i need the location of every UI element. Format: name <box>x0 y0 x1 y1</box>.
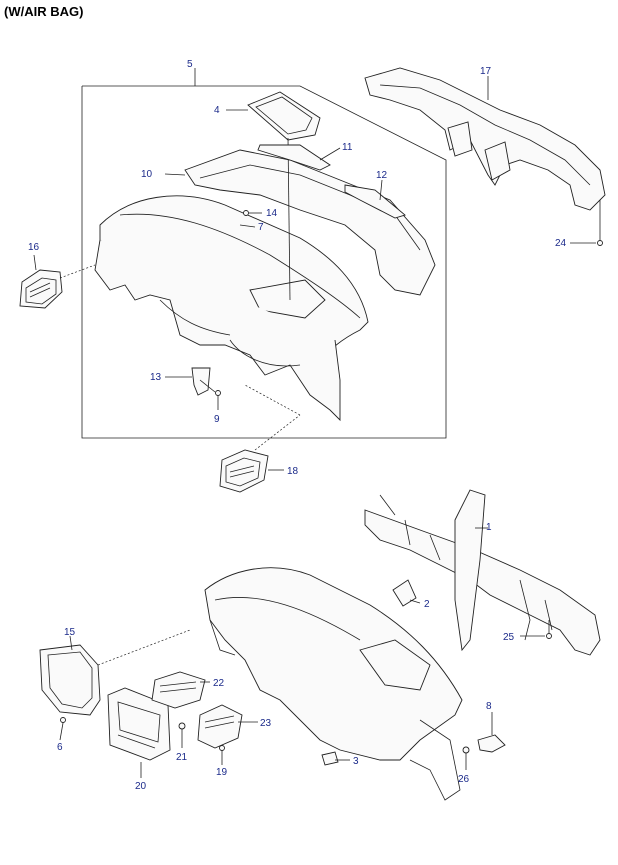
screw-6[interactable] <box>59 717 66 741</box>
callout-4: 4 <box>214 105 220 116</box>
cowl-cross-bar-1[interactable] <box>364 489 601 656</box>
side-vent-16[interactable] <box>19 269 63 309</box>
callout-9: 9 <box>214 414 220 425</box>
cluster-fascia-15[interactable] <box>39 644 101 716</box>
callout-1: 1 <box>486 522 492 533</box>
callout-24: 24 <box>555 238 567 249</box>
screw-19[interactable] <box>219 745 225 766</box>
strip-11[interactable] <box>257 144 331 171</box>
strip-12[interactable] <box>344 184 406 219</box>
bracket-2[interactable] <box>392 579 417 607</box>
callout-22: 22 <box>213 678 225 689</box>
lower-crash-pad[interactable] <box>204 567 463 801</box>
callout-14: 14 <box>266 208 278 219</box>
callout-2: 2 <box>424 599 430 610</box>
screw-26[interactable] <box>462 746 470 770</box>
screw-24[interactable] <box>597 200 603 246</box>
callout-7: 7 <box>258 222 264 233</box>
center-fascia-20[interactable] <box>107 687 171 761</box>
bracket-8[interactable] <box>477 734 506 753</box>
callout-12: 12 <box>376 170 388 181</box>
callout-19: 19 <box>216 767 228 778</box>
bracket-13[interactable] <box>191 367 211 396</box>
airbag-door[interactable] <box>247 91 321 141</box>
callout-3: 3 <box>353 756 359 767</box>
clip-21[interactable] <box>178 722 186 730</box>
bracket-3[interactable] <box>321 751 339 766</box>
callout-17: 17 <box>480 66 492 77</box>
bolt-25[interactable] <box>546 620 552 639</box>
group-box-5 <box>81 85 447 439</box>
callout-21: 21 <box>176 752 188 763</box>
screw-9[interactable] <box>215 390 221 411</box>
center-vent-22[interactable] <box>151 671 206 709</box>
screw-14[interactable] <box>243 210 263 216</box>
callout-23: 23 <box>260 718 272 729</box>
callout-10: 10 <box>141 169 153 180</box>
diagram-title: (W/AIR BAG) <box>4 4 84 19</box>
callout-16: 16 <box>28 242 40 253</box>
defroster-nozzle[interactable] <box>184 149 436 296</box>
callout-6: 6 <box>57 742 63 753</box>
callout-15: 15 <box>64 627 76 638</box>
center-vent-18[interactable] <box>219 449 269 493</box>
callout-5: 5 <box>187 59 193 70</box>
upper-crash-pad[interactable] <box>94 195 369 422</box>
air-duct-17[interactable] <box>364 67 606 211</box>
callout-13: 13 <box>150 372 162 383</box>
callout-26: 26 <box>458 774 470 785</box>
callout-20: 20 <box>135 781 147 792</box>
callout-18: 18 <box>287 466 299 477</box>
callout-8: 8 <box>486 701 492 712</box>
callout-11: 11 <box>342 142 353 153</box>
callout-25: 25 <box>503 632 515 643</box>
side-vent-23[interactable] <box>197 704 243 749</box>
